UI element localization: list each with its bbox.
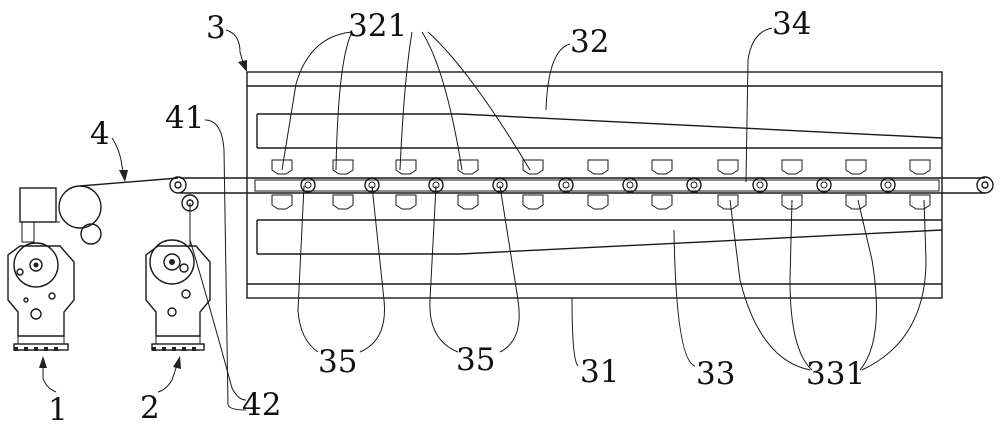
bottom-heater-block: [333, 195, 353, 209]
top-heater-block: [718, 160, 738, 174]
bottom-heater-block: [910, 195, 930, 209]
label-3: 3: [206, 10, 226, 46]
label-34: 34: [772, 6, 811, 42]
label-35-left: 35: [318, 344, 357, 380]
top-heater-block: [523, 160, 543, 174]
unwinder-machine-2: [146, 240, 210, 351]
bottom-heater-block: [652, 195, 672, 209]
label-41: 41: [165, 100, 204, 136]
reference-labels: 1 2 3 4 41 42 31 32 33 34 35 35 321 331: [48, 6, 865, 428]
bottom-heater-block: [846, 195, 866, 209]
label-1: 1: [48, 392, 68, 428]
unwinder-machine-1: [8, 186, 101, 351]
bottom-heater-block: [458, 195, 478, 209]
oven-frame: [247, 72, 942, 298]
top-heater-block: [588, 160, 608, 174]
bottom-heater-block: [588, 195, 608, 209]
label-33: 33: [696, 356, 735, 392]
label-331: 331: [806, 356, 865, 392]
top-heater-block: [782, 160, 802, 174]
top-heater-block: [910, 160, 930, 174]
label-2: 2: [140, 390, 160, 426]
bottom-heater-block: [272, 195, 292, 209]
label-35-right: 35: [456, 342, 495, 378]
label-31: 31: [580, 354, 619, 390]
top-heater-row: [272, 160, 930, 174]
label-321: 321: [348, 8, 407, 44]
top-heater-block: [396, 160, 416, 174]
top-heater-block: [652, 160, 672, 174]
label-32: 32: [570, 24, 609, 60]
top-heater-block: [846, 160, 866, 174]
bottom-heater-block: [396, 195, 416, 209]
bottom-heater-block: [523, 195, 543, 209]
bottom-heater-block: [718, 195, 738, 209]
label-42: 42: [242, 387, 281, 423]
label-4: 4: [90, 116, 110, 152]
web-path: [80, 177, 993, 246]
bottom-heater-row: [272, 195, 930, 209]
